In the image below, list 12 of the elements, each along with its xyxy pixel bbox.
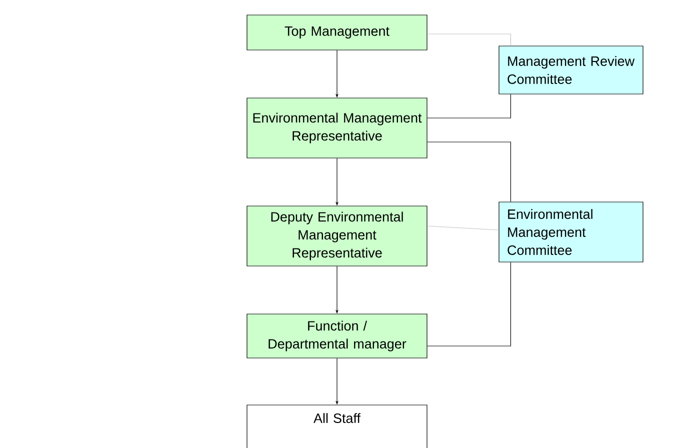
role-box: Top Management: [246, 14, 428, 50]
role-box: Environmental Management Representative: [246, 98, 428, 158]
connector-line: [427, 262, 511, 346]
committee-box: Environmental Management Committee: [498, 202, 644, 262]
connector-line: [427, 94, 511, 118]
connector-line: [427, 142, 511, 202]
role-box: Function / Departmental manager: [246, 314, 428, 358]
role-box: Deputy Environmental Management Representative: [246, 206, 428, 266]
connector-line: [427, 34, 511, 46]
committee-box: Management Review Committee: [498, 46, 644, 94]
connector-line: [427, 226, 499, 230]
role-box: All Staff: [246, 404, 428, 448]
